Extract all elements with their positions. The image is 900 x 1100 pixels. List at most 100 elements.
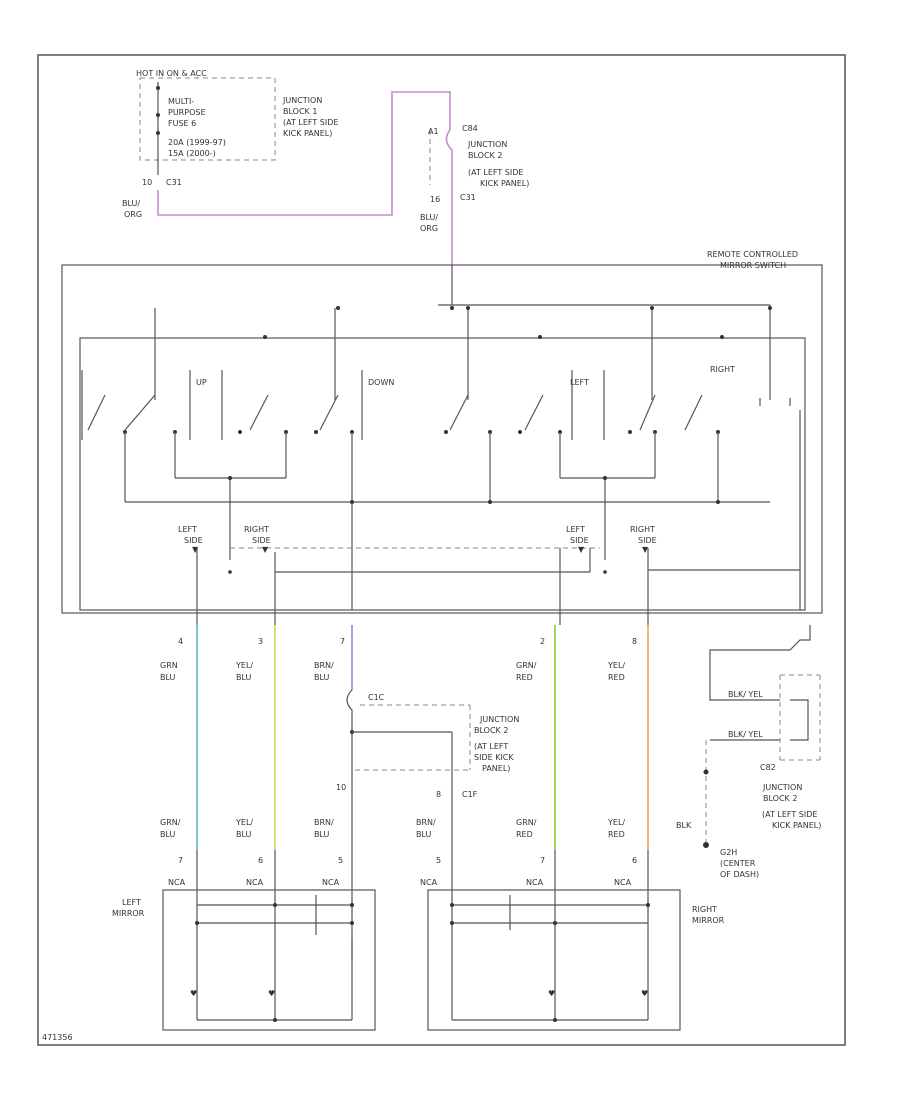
svg-text:▼: ▼ xyxy=(578,545,585,554)
lw6-pin: 6 xyxy=(632,856,637,865)
svg-text:♥: ♥ xyxy=(641,989,648,998)
ground-wire-3: BLK xyxy=(676,821,692,830)
fuse-line-5: 15A (2000-) xyxy=(168,149,216,158)
svg-text:♥: ♥ xyxy=(548,989,555,998)
wire-3-pin: 3 xyxy=(258,637,263,646)
fuse-wire-bot: ORG xyxy=(124,210,142,219)
lw2-bot: BLU xyxy=(236,830,252,839)
lw1-conn: NCA xyxy=(168,878,186,887)
jb2-mid-pin-right: 8 xyxy=(436,790,441,799)
lower-wires: GRN/ BLU 7 NCA YEL/ BLU 6 NCA BRN/ BLU 5… xyxy=(160,818,637,887)
right-mirror-lside-1: LEFT xyxy=(566,525,585,534)
label-right: RIGHT xyxy=(710,365,735,374)
lw6-top: YEL/ xyxy=(607,818,625,827)
wire-4-bot: BLU xyxy=(160,673,176,682)
ground-circuit: BLK/ YEL BLK/ YEL C82 JUNCTION BLOCK 2 (… xyxy=(676,625,821,879)
jb2-top-wire-bot: ORG xyxy=(420,224,438,233)
jb2-top-line-2: BLOCK 2 xyxy=(468,151,502,160)
left-mirror-rside-1: RIGHT xyxy=(244,525,269,534)
wire-7-top: BRN/ xyxy=(314,661,334,670)
lw6-conn: NCA xyxy=(614,878,632,887)
fuse-line-2: PURPOSE xyxy=(168,108,206,117)
right-mirror-lside-2: SIDE xyxy=(570,536,589,545)
wire-7-pin: 7 xyxy=(340,637,345,646)
jb1-line-1: JUNCTION xyxy=(282,96,322,105)
lw4-pin: 5 xyxy=(436,856,441,865)
jb2-top-line-1: JUNCTION xyxy=(467,140,507,149)
left-mirror-rside-2: SIDE xyxy=(252,536,271,545)
left-mirror-lside-2: SIDE xyxy=(184,536,203,545)
lw5-pin: 7 xyxy=(540,856,545,865)
ground-conn: C82 xyxy=(760,763,776,772)
jb2-mid-line-4: SIDE KICK xyxy=(474,753,514,762)
jb1-line-3: (AT LEFT SIDE xyxy=(283,118,338,127)
wire-2-bot: RED xyxy=(516,673,533,682)
ground-jb-line-1: JUNCTION xyxy=(762,783,802,792)
right-mirror-label-1: RIGHT xyxy=(692,905,717,914)
fuse-conn: C31 xyxy=(166,178,182,187)
wire-7-bot: BLU xyxy=(314,673,330,682)
jb2-top-line-4: KICK PANEL) xyxy=(480,179,529,188)
wire-8-pin: 8 xyxy=(632,637,637,646)
mirror-switch: REMOTE CONTROLLED MIRROR SWITCH UP DOWN … xyxy=(61,250,823,625)
ground-g-label: G2H xyxy=(720,848,737,857)
footer-code: 471356 xyxy=(42,1033,73,1042)
lw2-pin: 6 xyxy=(258,856,263,865)
svg-text:▼: ▼ xyxy=(192,545,199,554)
jb2-mid: C1C JUNCTION BLOCK 2 (AT LEFT SIDE KICK … xyxy=(336,689,519,850)
fuse-line-4: 20A (1999-97) xyxy=(168,138,226,147)
jb2-top-line-3: (AT LEFT SIDE xyxy=(468,168,523,177)
left-mirror-label-1: LEFT xyxy=(122,898,141,907)
svg-text:♥: ♥ xyxy=(190,989,197,998)
wire-8-top: YEL/ xyxy=(607,661,625,670)
switch-title-2: MIRROR SWITCH xyxy=(720,261,786,270)
jb2-top: A1 C84 JUNCTION BLOCK 2 (AT LEFT SIDE KI… xyxy=(420,124,529,265)
ground-wire-2: BLK/ YEL xyxy=(728,730,763,739)
jb2-top-wire-top: BLU/ xyxy=(420,213,438,222)
jb2-mid-line-2: BLOCK 2 xyxy=(474,726,508,735)
lw3-bot: BLU xyxy=(314,830,330,839)
fuse-line-1: MULTI- xyxy=(168,97,194,106)
fuse-line-3: FUSE 6 xyxy=(168,119,196,128)
lw2-conn: NCA xyxy=(246,878,264,887)
lw2-top: YEL/ xyxy=(235,818,253,827)
svg-text:♥: ♥ xyxy=(268,989,275,998)
left-mirror-lside-1: LEFT xyxy=(178,525,197,534)
wire-3-top: YEL/ xyxy=(235,661,253,670)
right-mirror-rside-1: RIGHT xyxy=(630,525,655,534)
jb1-line-2: BLOCK 1 xyxy=(283,107,317,116)
lw5-top: GRN/ xyxy=(516,818,537,827)
lw1-pin: 7 xyxy=(178,856,183,865)
wire-2-pin: 2 xyxy=(540,637,545,646)
right-mirror-label-2: MIRROR xyxy=(692,916,725,925)
fuse-wire-top: BLU/ xyxy=(122,199,140,208)
wire-3-bot: BLU xyxy=(236,673,252,682)
lw4-top: BRN/ xyxy=(416,818,436,827)
ground-g-line-2: OF DASH) xyxy=(720,870,759,879)
fuse-block: HOT IN ON & ACC MULTI- PURPOSE FUSE 6 20… xyxy=(122,69,451,219)
label-up: UP xyxy=(196,378,207,387)
lw3-top: BRN/ xyxy=(314,818,334,827)
switch-title-1: REMOTE CONTROLLED xyxy=(707,250,798,259)
left-mirror-label-2: MIRROR xyxy=(112,909,145,918)
jb2-mid-conn2: C1F xyxy=(462,790,478,799)
ground-g-line-1: (CENTER xyxy=(720,859,756,868)
svg-text:▼: ▼ xyxy=(642,545,649,554)
jb2-top-conn-pin: A1 xyxy=(428,127,439,136)
jb2-mid-line-5: PANEL) xyxy=(482,764,510,773)
fuse-pin: 10 xyxy=(142,178,152,187)
ground-wire-1: BLK/ YEL xyxy=(728,690,763,699)
label-down: DOWN xyxy=(368,378,394,387)
ground-jb-line-2: BLOCK 2 xyxy=(763,794,797,803)
right-mirror: RIGHT MIRROR ♥ ♥ xyxy=(427,850,725,1031)
jb2-top-conn2: C31 xyxy=(460,193,476,202)
upper-wires: 4 GRN BLU 3 YEL/ BLU 7 BRN/ BLU 2 GRN/ R… xyxy=(160,625,649,850)
lw6-bot: RED xyxy=(608,830,625,839)
jb1-line-4: KICK PANEL) xyxy=(283,129,332,138)
lw4-conn: NCA xyxy=(420,878,438,887)
jb2-mid-conn: C1C xyxy=(368,693,385,702)
wire-2-top: GRN/ xyxy=(516,661,537,670)
jb2-mid-line-3: (AT LEFT xyxy=(474,742,508,751)
lw1-top: GRN/ xyxy=(160,818,181,827)
